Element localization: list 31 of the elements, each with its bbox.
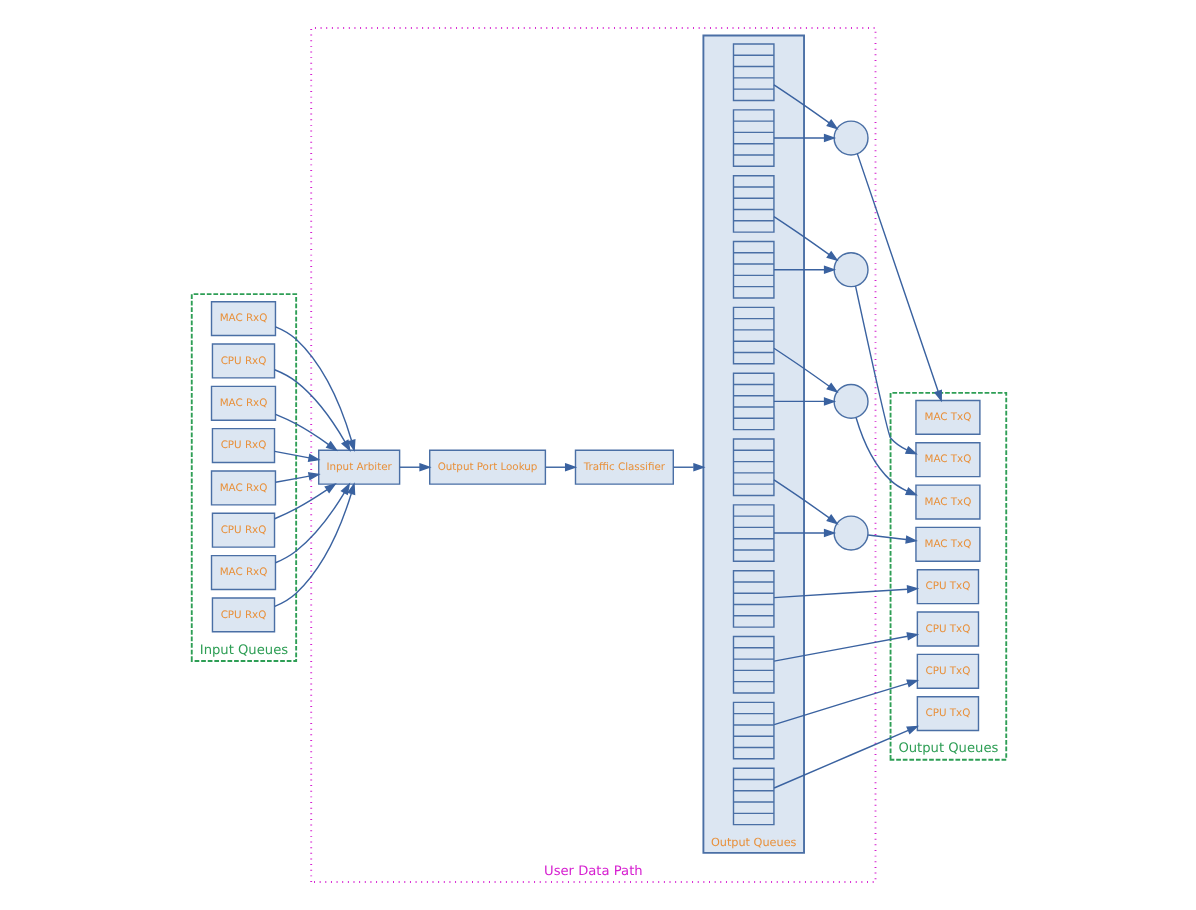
arrow (772, 725, 919, 789)
node-circle (832, 252, 868, 288)
arrow (273, 482, 350, 564)
node-circle (832, 515, 868, 551)
arrow (772, 397, 836, 406)
arrow (273, 326, 355, 452)
arrow (854, 417, 917, 496)
arrow (772, 632, 919, 662)
arrow (772, 347, 838, 393)
arrow (866, 534, 917, 544)
node-circle (832, 120, 868, 156)
arrow (273, 483, 336, 520)
arrow (544, 462, 577, 472)
arrow (272, 450, 320, 462)
arrow (273, 413, 338, 452)
arrow (273, 472, 320, 483)
arrow (772, 584, 919, 599)
arrow (772, 215, 838, 262)
arrow (273, 369, 350, 453)
arrow (772, 84, 838, 130)
node-circle (832, 383, 868, 420)
arrow (398, 462, 431, 472)
arrow (273, 482, 355, 608)
arrow (853, 285, 917, 455)
arrow (772, 133, 836, 143)
arrow (772, 479, 838, 525)
arrow (772, 528, 836, 538)
arrow (671, 462, 705, 472)
arrow (772, 265, 836, 274)
arrow (855, 153, 941, 403)
arrow (772, 679, 919, 726)
